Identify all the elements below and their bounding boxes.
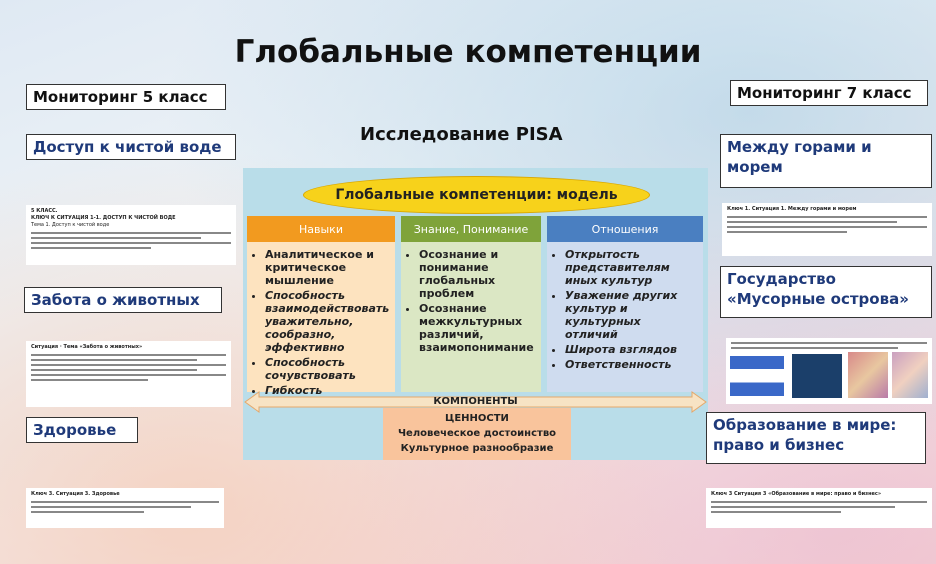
topic-education-world[interactable]: Образование в мире: право и бизнес xyxy=(706,412,926,464)
attitude-item: Открытость представителям иных культур xyxy=(565,248,697,287)
text-line xyxy=(31,354,226,356)
thumbnail-mountains-sea[interactable]: Ключ 1. Ситуация 1. Между горами и морем xyxy=(722,203,932,256)
value-item: Человеческое достоинство xyxy=(397,428,557,439)
attitude-item: Ответственность xyxy=(565,358,697,371)
column-attitudes: Отношения Открытость представителям иных… xyxy=(547,216,703,392)
stamps-image xyxy=(848,352,888,398)
skill-item: Способность взаимодействовать уважительн… xyxy=(265,289,389,354)
column-body-skills: Аналитическое и критическое мышление Спо… xyxy=(247,242,395,397)
flag-image xyxy=(730,356,784,396)
values-box: ЦЕННОСТИ Человеческое достоинство Культу… xyxy=(383,408,571,460)
text-line xyxy=(31,369,197,371)
skill-item: Способность сочувствовать xyxy=(265,356,389,382)
thumb-line: Ключ 3. Ситуация 3. Здоровье xyxy=(31,491,120,497)
text-line xyxy=(31,237,201,239)
topic-mountains-sea[interactable]: Между горами и морем xyxy=(720,134,932,188)
subtitle: Исследование PISA xyxy=(360,124,563,145)
topic-animals[interactable]: Забота о животных xyxy=(24,287,222,313)
components-arrow xyxy=(244,391,707,413)
thumbnail-garbage-islands[interactable] xyxy=(726,338,932,404)
column-header-attitudes: Отношения xyxy=(547,216,703,242)
text-line xyxy=(31,359,197,361)
thumb-line: КЛЮЧ К СИТУАЦИЯ 1-1. ДОСТУП К ЧИСТОЙ ВОД… xyxy=(31,215,176,221)
text-line xyxy=(31,247,151,249)
value-item: Культурное разнообразие xyxy=(400,443,554,454)
column-skills: Навыки Аналитическое и критическое мышле… xyxy=(247,216,395,397)
knowledge-item: Осознание и понимание глобальных проблем xyxy=(419,248,535,300)
column-body-knowledge: Осознание и понимание глобальных проблем… xyxy=(401,242,541,392)
column-header-skills: Навыки xyxy=(247,216,395,242)
competence-model-diagram: Глобальные компетенции: модель Навыки Ан… xyxy=(243,168,708,460)
column-body-attitudes: Открытость представителям иных культур У… xyxy=(547,242,703,392)
thumb-line: Ключ 3 Ситуация 3 «Образование в мире: п… xyxy=(711,491,882,497)
thumb-line: Ключ 1. Ситуация 1. Между горами и морем xyxy=(727,206,857,212)
knowledge-item: Осознание межкультурных различий, взаимо… xyxy=(419,302,535,354)
text-line xyxy=(727,226,927,228)
thumb-line: Тема 1. Доступ к чистой воде xyxy=(31,222,110,228)
text-line xyxy=(31,232,231,234)
text-line xyxy=(31,379,148,381)
text-line xyxy=(31,501,219,503)
passport-image xyxy=(792,354,842,398)
thumbnail-education-world[interactable]: Ключ 3 Ситуация 3 «Образование в мире: п… xyxy=(706,488,932,528)
text-line xyxy=(727,231,847,233)
text-line xyxy=(727,221,897,223)
text-line xyxy=(727,216,927,218)
values-title: ЦЕННОСТИ xyxy=(445,413,509,424)
attitude-item: Уважение других культур и культурных отл… xyxy=(565,289,697,341)
topic-health[interactable]: Здоровье xyxy=(26,417,138,443)
thumbnail-health[interactable]: Ключ 3. Ситуация 3. Здоровье xyxy=(26,488,224,528)
attitude-item: Широта взглядов xyxy=(565,343,697,356)
text-line xyxy=(711,501,927,503)
text-line xyxy=(31,374,226,376)
text-line xyxy=(31,364,226,366)
components-label: КОМПОНЕНТЫ xyxy=(433,396,518,407)
column-knowledge: Знание, Понимание Осознание и понимание … xyxy=(401,216,541,392)
topic-garbage-islands[interactable]: Государство «Мусорные острова» xyxy=(720,266,932,318)
monitoring-7-label[interactable]: Мониторинг 7 класс xyxy=(730,80,928,106)
monitoring-5-label[interactable]: Мониторинг 5 класс xyxy=(26,84,226,110)
model-title: Глобальные компетенции: модель xyxy=(303,176,650,214)
thumbnail-animals[interactable]: Ситуация · Тема «Забота о животных» xyxy=(26,341,231,407)
topic-clean-water[interactable]: Доступ к чистой воде xyxy=(26,134,236,160)
skill-item: Аналитическое и критическое мышление xyxy=(265,248,389,287)
text-line xyxy=(711,511,841,513)
text-line xyxy=(31,242,231,244)
banknotes-image xyxy=(892,352,928,398)
thumb-line: 5 КЛАСС. xyxy=(31,208,58,214)
thumb-line: Ситуация · Тема «Забота о животных» xyxy=(31,344,143,350)
text-line xyxy=(731,347,898,349)
thumbnail-clean-water[interactable]: 5 КЛАСС. КЛЮЧ К СИТУАЦИЯ 1-1. ДОСТУП К Ч… xyxy=(26,205,236,265)
text-line xyxy=(31,506,191,508)
text-line xyxy=(731,342,927,344)
text-line xyxy=(711,506,895,508)
column-header-knowledge: Знание, Понимание xyxy=(401,216,541,242)
skill-item: Гибкость xyxy=(265,384,389,397)
page-title: Глобальные компетенции xyxy=(234,34,702,70)
text-line xyxy=(31,511,144,513)
